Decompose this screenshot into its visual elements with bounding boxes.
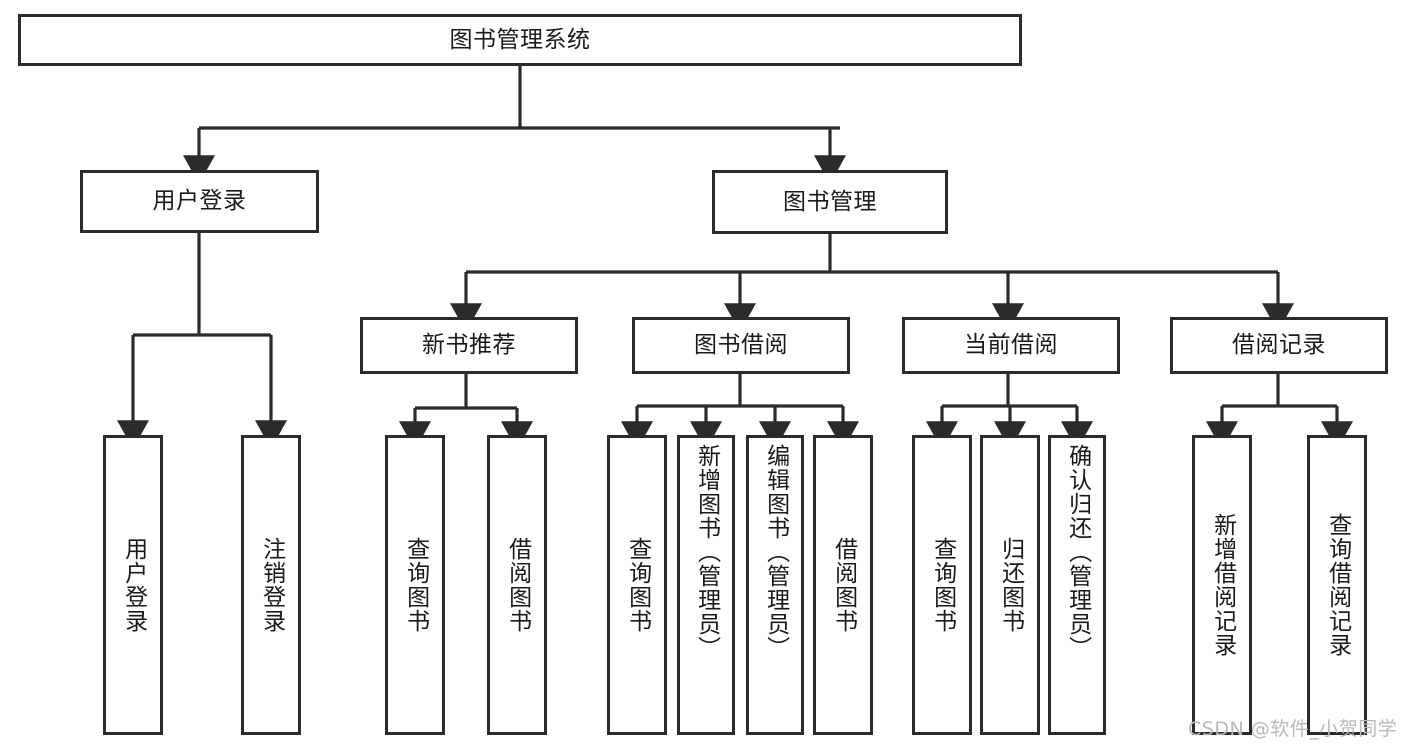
node-book-borrow[interactable]: 图书借阅 xyxy=(632,317,850,374)
node-root-label: 图书管理系统 xyxy=(449,26,591,53)
node-leaf-borrow-book-recommend[interactable]: 借阅图书 xyxy=(487,435,547,735)
node-book-borrow-label: 图书借阅 xyxy=(694,332,788,359)
node-leaf-add-borrow-record[interactable]: 新增借阅记录 xyxy=(1192,435,1252,735)
node-leaf-add-borrow-record-label: 新增借阅记录 xyxy=(1209,513,1236,657)
node-borrow-record[interactable]: 借阅记录 xyxy=(1170,317,1388,374)
node-leaf-query-book-borrow-label: 查询图书 xyxy=(624,537,651,633)
node-user-login[interactable]: 用户登录 xyxy=(80,170,319,233)
node-leaf-confirm-return[interactable]: 确认归还（管理员） xyxy=(1048,435,1106,735)
csdn-watermark: CSDN @软件_小贺同学 xyxy=(1188,718,1398,740)
node-leaf-query-book-current[interactable]: 查询图书 xyxy=(912,435,972,735)
node-leaf-borrow-book-label: 借阅图书 xyxy=(830,537,857,633)
node-leaf-return-book[interactable]: 归还图书 xyxy=(980,435,1040,735)
node-leaf-query-borrow-record-label: 查询借阅记录 xyxy=(1324,513,1351,657)
node-borrow-record-label: 借阅记录 xyxy=(1232,332,1326,359)
node-leaf-confirm-return-label: 确认归还（管理员） xyxy=(1064,444,1091,660)
node-book-manage-label: 图书管理 xyxy=(783,188,877,215)
node-leaf-borrow-book[interactable]: 借阅图书 xyxy=(813,435,873,735)
node-leaf-query-book-recommend[interactable]: 查询图书 xyxy=(385,435,445,735)
node-leaf-query-book-borrow[interactable]: 查询图书 xyxy=(607,435,667,735)
node-leaf-logout[interactable]: 注销登录 xyxy=(241,435,301,735)
node-leaf-edit-book[interactable]: 编辑图书（管理员） xyxy=(746,435,804,735)
node-book-manage[interactable]: 图书管理 xyxy=(712,170,948,234)
node-leaf-add-book[interactable]: 新增图书（管理员） xyxy=(677,435,735,735)
node-leaf-edit-book-label: 编辑图书（管理员） xyxy=(762,444,789,660)
node-leaf-borrow-book-recommend-label: 借阅图书 xyxy=(504,537,531,633)
node-new-book-recommend-label: 新书推荐 xyxy=(422,332,516,359)
node-new-book-recommend[interactable]: 新书推荐 xyxy=(360,317,578,374)
node-leaf-query-borrow-record[interactable]: 查询借阅记录 xyxy=(1307,435,1367,735)
node-leaf-user-login[interactable]: 用户登录 xyxy=(103,435,163,735)
node-leaf-query-book-current-label: 查询图书 xyxy=(929,537,956,633)
node-leaf-return-book-label: 归还图书 xyxy=(997,537,1024,633)
node-leaf-query-book-recommend-label: 查询图书 xyxy=(402,537,429,633)
node-current-borrow-label: 当前借阅 xyxy=(964,332,1058,359)
node-root[interactable]: 图书管理系统 xyxy=(18,14,1022,66)
node-leaf-user-login-label: 用户登录 xyxy=(120,537,147,633)
node-user-login-label: 用户登录 xyxy=(152,188,247,215)
node-leaf-add-book-label: 新增图书（管理员） xyxy=(693,444,720,660)
node-leaf-logout-label: 注销登录 xyxy=(258,537,285,633)
node-current-borrow[interactable]: 当前借阅 xyxy=(902,317,1120,374)
